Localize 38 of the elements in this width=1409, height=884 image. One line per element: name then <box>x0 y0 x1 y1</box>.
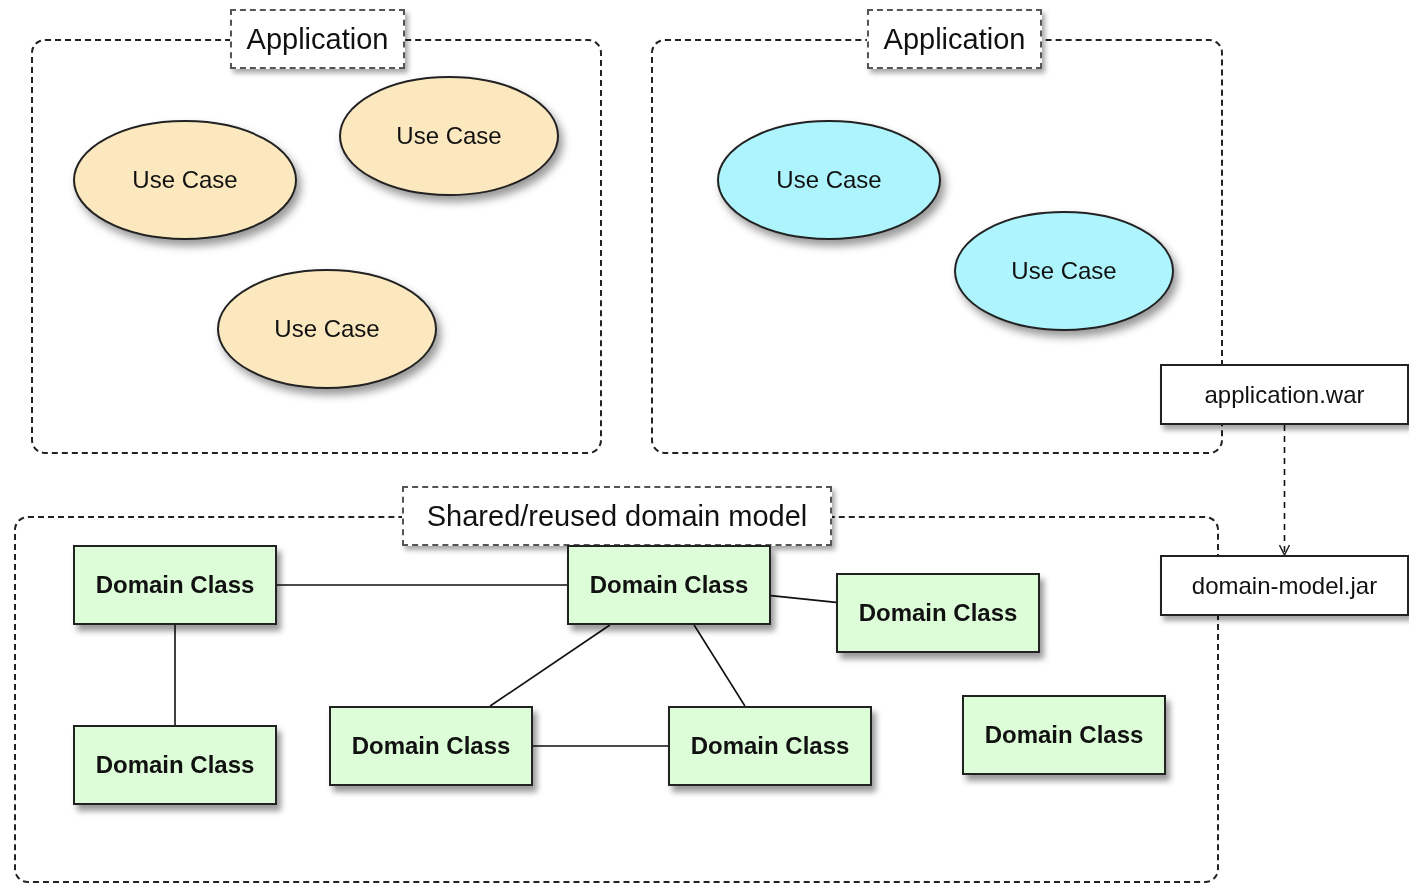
class-name: Domain Class <box>858 599 1018 627</box>
use-case-ellipse <box>217 269 437 389</box>
domain-class-box <box>329 706 533 786</box>
class-name: Domain Class <box>351 732 511 760</box>
use-case-label: Use Case <box>1010 257 1118 285</box>
connector-line <box>489 624 611 707</box>
domain-class-box <box>73 725 277 805</box>
connector-line <box>174 624 176 726</box>
use-case-label: Use Case <box>395 122 503 150</box>
class-name: Domain Class <box>95 751 255 779</box>
domain-class-box <box>962 695 1166 775</box>
file-box <box>1160 555 1409 616</box>
use-case-ellipse <box>954 211 1174 331</box>
container-title: Application <box>867 9 1042 69</box>
domain-class-box <box>836 573 1040 653</box>
class-name: Domain Class <box>589 571 749 599</box>
connector-line <box>770 594 837 604</box>
connector-line <box>532 745 669 747</box>
connector-line <box>693 624 746 707</box>
container-title: Application <box>230 9 405 69</box>
file-name: application.war <box>1204 380 1365 409</box>
use-case-label: Use Case <box>131 166 239 194</box>
use-case-ellipse <box>339 76 559 196</box>
class-name: Domain Class <box>95 571 255 599</box>
domain-class-box <box>567 545 771 625</box>
file-box <box>1160 364 1409 425</box>
use-case-ellipse <box>717 120 941 240</box>
connector-line <box>276 584 568 586</box>
file-name: domain-model.jar <box>1191 571 1378 600</box>
use-case-label: Use Case <box>775 166 883 194</box>
domain-class-box <box>73 545 277 625</box>
class-name: Domain Class <box>690 732 850 760</box>
domain-class-box <box>668 706 872 786</box>
container-title: Shared/reused domain model <box>402 486 832 546</box>
use-case-label: Use Case <box>273 315 381 343</box>
use-case-ellipse <box>73 120 297 240</box>
arrow <box>1278 424 1291 556</box>
class-name: Domain Class <box>984 721 1144 749</box>
